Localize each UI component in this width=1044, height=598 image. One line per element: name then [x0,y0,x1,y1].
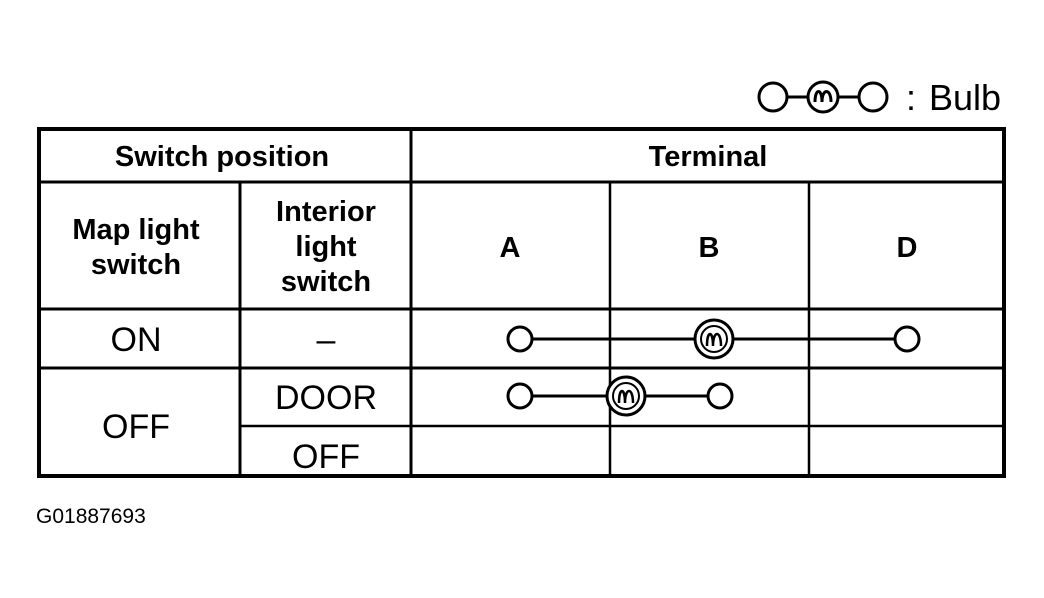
row-door-interior-switch: DOOR [275,379,377,417]
row-off-interior-switch: OFF [292,438,360,476]
legend-label: Bulb [929,77,1001,118]
table-grid [37,127,1006,478]
interior-light-switch-header: Interior light switch [276,196,376,298]
circuit-door-row [506,375,734,417]
map-light-switch-header-line: Map light [72,214,200,246]
legend: : Bulb [757,77,1001,118]
legend-separator: : [906,77,916,118]
bulb-symbol-icon [757,80,889,114]
terminal-column-a: A [500,232,521,264]
row-on-map-switch: ON [111,321,162,359]
terminal-header: Terminal [649,141,768,173]
circuit-on-row [506,318,921,360]
terminal-node-a [506,382,534,410]
terminal-column-d: D [897,232,918,264]
bulb-icon [605,375,647,417]
terminal-node-a [506,325,534,353]
interior-light-switch-header-line: light [295,231,357,263]
interior-light-switch-header-line: Interior [276,196,376,228]
map-light-switch-header-line: switch [91,249,181,281]
switch-position-header: Switch position [115,141,329,173]
map-light-switch-header: Map light switch [72,214,200,281]
figure-id: G01887693 [36,505,146,528]
row-off-map-switch: OFF [102,408,170,446]
terminal-node-d [893,325,921,353]
interior-light-switch-header-line: switch [281,266,371,298]
terminal-node-b [706,382,734,410]
terminal-column-b: B [699,232,720,264]
bulb-icon [693,318,735,360]
row-on-interior-switch: – [317,321,336,359]
